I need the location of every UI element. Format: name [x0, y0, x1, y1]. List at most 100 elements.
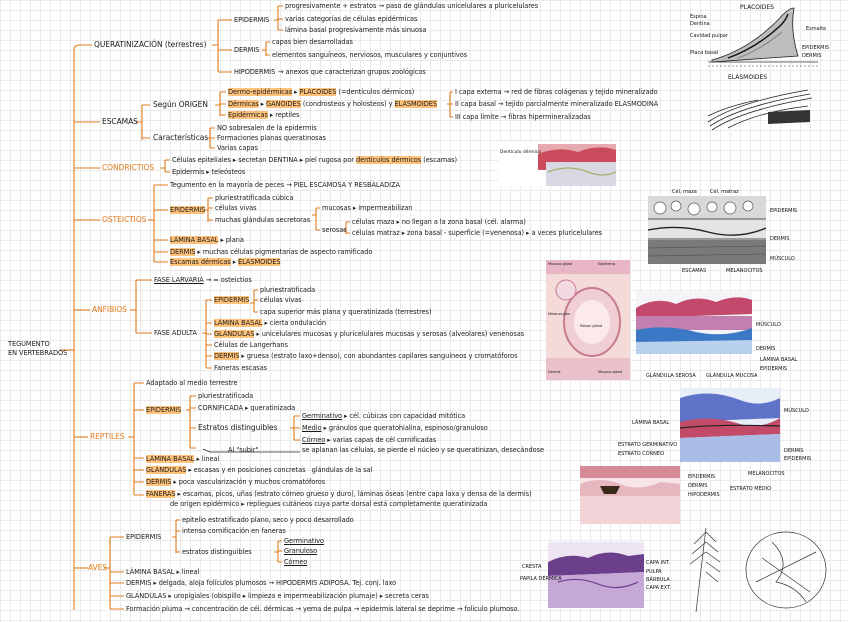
aves-form2: concentración de cél. dérmicas: [191, 605, 294, 613]
elasmoides-title: ELASMOIDES: [728, 74, 768, 81]
aves-photo-drawing: [548, 552, 644, 608]
anf-der2: gruesa (estrato laxo+denso), con abundan…: [246, 352, 518, 360]
anfibios-photo-2: [636, 292, 752, 354]
aves-e1: epitelio estratificado plano, seco y poc…: [182, 516, 354, 524]
aves-s3: Córneo: [284, 558, 308, 566]
o2c: (condrosteos y holosteos) y: [302, 100, 393, 108]
rep-e2-line: CORNIFICADA ▸ queratinizada: [198, 404, 296, 412]
anf-der-line: DERMIS ▸ gruesa (estrato laxo+denso), co…: [214, 352, 518, 360]
rep1-musculo: MÚSCULO: [784, 408, 809, 414]
rep-gla-line: GLÁNDULAS ▸ escasas y en posiciones conc…: [146, 466, 373, 474]
condrictios-photo: Dentículo dérmico: [498, 142, 616, 186]
escamas-segun: Según ORIGEN: [153, 100, 208, 109]
aves-der-line: DERMIS ▸ delgada, aloja folículos plumos…: [126, 579, 397, 587]
rep2-epidermis: EPIDERMIS: [688, 474, 716, 480]
ost-ser2b: zona basal - superficie (=venenosa): [407, 229, 525, 237]
ave1-capaext: CAPA EXT.: [646, 585, 672, 591]
reptiles-photo-1-drawing: [680, 393, 780, 462]
rep-cor-line: Córneo ▸ varias capas de cél cornificada…: [302, 436, 437, 444]
reptiles-photo-1: [680, 388, 780, 462]
rep1-medio: ESTRATO MEDIO: [730, 486, 772, 492]
escamas-c3: Varias capas: [217, 144, 258, 152]
q-ep3: lámina basal progresivamente más sinuosa: [285, 26, 427, 34]
aves-der3: HIPODERMIS ADIPOSA. Tej. conj. laxo: [276, 579, 397, 587]
ost-lam-line: LÁMINA BASAL ▸ plana: [170, 236, 244, 244]
o1c: (=dentículos dérmicos): [338, 88, 415, 96]
rep1-dermis: DERMIS: [784, 448, 804, 454]
rep1-melanocitos: MELANOCITOS: [748, 471, 785, 477]
rep-e2: CORNIFICADA: [198, 404, 244, 412]
placoides-title: PLACOIDES: [740, 4, 774, 11]
aves-gla-line: GLÁNDULAS ▸ uropigiales (obispillo ▸ lim…: [126, 592, 429, 600]
ost-esc-line: Escamas dérmicas ▸ ELASMOIDES: [170, 258, 281, 266]
ost-label-matraz: Cél. matraz: [710, 189, 739, 195]
o2a: Dérmicas: [228, 100, 259, 108]
aves-lam2: lineal: [181, 568, 200, 576]
anf1-dermis: Dermis: [548, 370, 561, 374]
placoides-figure: PLACOIDES Espina Dentina Cavidad pulpar …: [668, 0, 844, 70]
rep-fan: FANERAS: [146, 490, 176, 498]
aves-feather-diagram: [676, 522, 840, 618]
escamas-origen-3: Epidérmicas ▸ reptiles: [228, 111, 300, 119]
ost-label-musculo: MÚSCULO: [770, 256, 795, 262]
ost-ser2: células matraz: [352, 229, 400, 237]
aves-form5: folículo plumoso.: [464, 605, 520, 613]
aves-der2: delgada, aloja folículos plumosos: [158, 579, 267, 587]
escamas-c1: NO sobresalen de la epidermis: [217, 124, 317, 132]
q-de2: elementos sanguíneos, nerviosos, muscula…: [272, 51, 468, 59]
anf-epi: EPIDERMIS: [214, 296, 250, 304]
ost-der2: muchas células pigmentarias de aspecto r…: [202, 248, 373, 256]
anf-lam-line: LÁMINA BASAL ▸ cierta ondulación: [214, 319, 327, 327]
ost-lam: LÁMINA BASAL: [170, 236, 219, 244]
rep-fan3: de origen epidérmico: [170, 500, 240, 508]
rep-gla3: glándulas de la sal: [311, 466, 373, 474]
anf2-mucosa: GLÁNDULA MUCOSA: [706, 373, 758, 379]
ave1-barbula: BÁRBULA: [646, 577, 670, 583]
ave1-cresta: CRESTA: [522, 564, 542, 570]
aves-feather-drawing: [689, 527, 827, 613]
osteictios-photo-drawing: [648, 196, 766, 264]
anf-larv: FASE LARVARIA: [154, 276, 204, 284]
anf-der: DERMIS: [214, 352, 240, 360]
rep-est: Estratos distinguibles: [198, 423, 278, 432]
condr-line1: Células epiteliales ▸ secretan DENTINA ▸…: [172, 156, 458, 164]
o1b: PLACOIDES: [299, 88, 337, 96]
anf1-mucous2: Mucous gland: [598, 370, 623, 374]
condr-l1e: (escamas): [423, 156, 458, 164]
placoides-drawing: [708, 7, 818, 67]
osteictios-photo: [648, 196, 766, 264]
aves-form4: epidermis lateral se deprime: [361, 605, 455, 613]
rep-med: Medio: [302, 424, 322, 432]
rep-epi: EPIDERMIS: [146, 406, 182, 414]
root-line1: TEGUMENTO: [8, 340, 50, 348]
ost-lam2: plana: [225, 236, 244, 244]
rep-r0: Adaptado al medio terrestre: [146, 379, 238, 387]
anf2-musculo: MÚSCULO: [756, 322, 781, 328]
ost-label-melanocitos: MELANOCITOS: [726, 268, 763, 274]
ost-esc: Escamas dérmicas: [170, 258, 231, 266]
aves-gla: GLÁNDULAS: [126, 592, 167, 600]
q-hipodermis: HIPODERMIS: [234, 68, 276, 76]
root-line2: EN VERTEBRADOS: [8, 349, 68, 357]
ost-esc2: ELASMOIDES: [238, 258, 281, 266]
ost-a-line: Tegumento en la mayoría de peces → PIEL …: [170, 181, 401, 189]
placoides-epidermis: EPIDERMIS: [802, 45, 830, 51]
reptiles-photo-2-drawing: [580, 466, 680, 524]
rep-der-line: DERMIS ▸ poca vascularización y muchos c…: [146, 478, 326, 486]
ost-label-dermis: DERMIS: [770, 236, 790, 242]
rep2-hipodermis: HIPODERMIS: [688, 492, 720, 498]
elasmoides-figure: ELASMOIDES: [698, 72, 818, 132]
escamas-origen-2: Dérmicas ▸ GANOIDES (condrosteos y holos…: [228, 100, 437, 108]
rep-gla2: escasas y en posiciones concretas: [193, 466, 306, 474]
rep1-germinativo: ESTRATO GERMINATIVO: [618, 442, 678, 448]
aves-form-line: Formación pluma → concentración de cél. …: [126, 605, 520, 613]
rep-fan4: repliegues cutáneos cuya parte dorsal es…: [246, 500, 488, 508]
condr-l1b: secretan DENTINA: [238, 156, 298, 164]
anf1-melanocytes: Melanocytes: [548, 312, 570, 316]
o2b: GANOIDES: [266, 100, 301, 108]
escamas-capa-3: III capa límite → fibras hipermineraliza…: [455, 113, 591, 121]
rep-germ: Germinativo: [302, 412, 343, 420]
anf2-lamina: LÁMINA BASAL: [760, 357, 798, 363]
ost-ser1-line: células maza ▸ no llegan a la zona basal…: [352, 218, 526, 226]
